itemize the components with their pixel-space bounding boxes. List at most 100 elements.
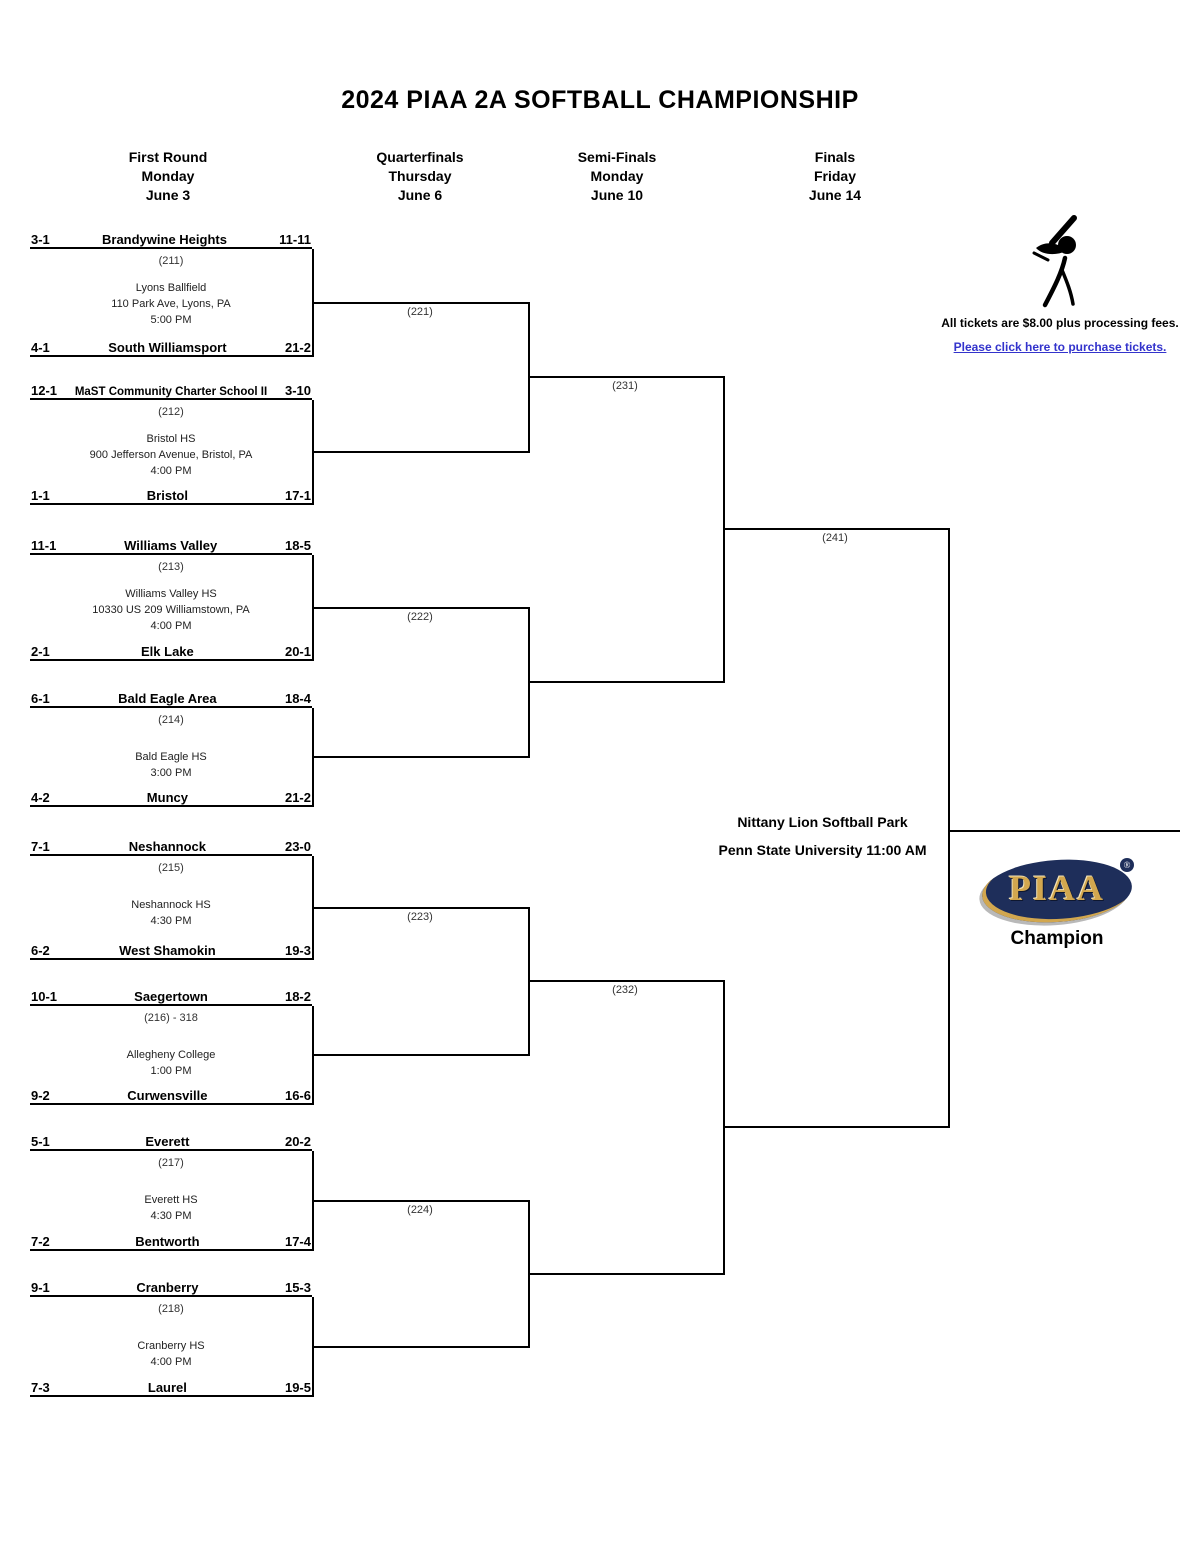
game-217: 5-1 Everett 20-2 (217) Everett HS 4:30 P… [30, 1130, 312, 1251]
bracket-line [948, 528, 950, 1128]
venue-address: 110 Park Ave, Lyons, PA [111, 298, 231, 310]
bracket-line [312, 451, 528, 453]
venue-block: Everett HS 4:30 PM [30, 1192, 312, 1224]
game-number: (223) [407, 911, 433, 923]
champion-line [948, 830, 1180, 832]
game-213: 11-1 Williams Valley 18-5 (213) Williams… [30, 534, 312, 661]
venue-time: 5:00 PM [150, 314, 192, 326]
softball-batter-icon [1032, 215, 1077, 308]
bracket-line [312, 1346, 528, 1348]
game-214: 6-1 Bald Eagle Area 18-4 (214) Bald Eagl… [30, 687, 312, 807]
team-record: 17-1 [284, 488, 311, 503]
venue-time: 3:00 PM [150, 767, 192, 779]
team-seed: 9-1 [31, 1280, 50, 1295]
team-seed: 6-2 [31, 943, 50, 958]
round-date: June 14 [808, 187, 862, 203]
round-day: Thursday [388, 168, 452, 184]
bracket-line [312, 907, 528, 909]
team-name: Muncy [146, 790, 188, 805]
finals-venue: Nittany Lion Softball Park Penn State Un… [690, 808, 955, 864]
bracket-line [312, 1054, 528, 1056]
team-name: Curwensville [127, 1088, 208, 1103]
team-row: 7-2 Bentworth 17-4 [30, 1230, 312, 1251]
team-row: 12-1 MaST Community Charter School II 3-… [30, 379, 312, 400]
team-row: 4-2 Muncy 21-2 [30, 786, 312, 807]
game-number: (224) [407, 1204, 433, 1216]
team-record: 23-0 [284, 839, 311, 854]
venue-time: 4:30 PM [150, 1210, 192, 1222]
bracket-line [312, 607, 528, 609]
round-day: Friday [813, 168, 856, 184]
team-record: 19-5 [284, 1380, 311, 1395]
team-name: Williams Valley [124, 538, 218, 553]
game-number: (231) [612, 380, 638, 392]
venue-block: Cranberry HS 4:00 PM [30, 1338, 312, 1370]
bracket-line [528, 1273, 723, 1275]
team-row: 1-1 Bristol 17-1 [30, 484, 312, 505]
team-record: 16-6 [284, 1088, 311, 1103]
venue-block: Neshannock HS 4:30 PM [30, 897, 312, 929]
team-record: 18-4 [284, 691, 311, 706]
game-216: 10-1 Saegertown 18-2 (216) - 318 Alleghe… [30, 985, 312, 1105]
piaa-logo-text: PIAA [1009, 868, 1105, 908]
game-215: 7-1 Neshannock 23-0 (215) Neshannock HS … [30, 835, 312, 960]
bracket-line [723, 1126, 948, 1128]
venue-name: Williams Valley HS [125, 588, 217, 600]
team-row: 2-1 Elk Lake 20-1 [30, 640, 312, 661]
game-218: 9-1 Cranberry 15-3 (218) Cranberry HS 4:… [30, 1276, 312, 1397]
game-number: (221) [407, 306, 433, 318]
team-record: 11-11 [279, 232, 311, 247]
game-number: (216) - 318 [144, 1012, 198, 1024]
game-number: (213) [158, 561, 184, 573]
bracket-line [723, 528, 948, 530]
venue-name: Lyons Ballfield [135, 282, 207, 294]
bracket-line [528, 376, 723, 378]
team-record: 20-1 [284, 644, 311, 659]
round-name: Finals [814, 149, 856, 165]
team-row: 6-2 West Shamokin 19-3 [30, 939, 312, 960]
round-name: First Round [128, 149, 208, 165]
venue-block: Bristol HS 900 Jefferson Avenue, Bristol… [30, 431, 312, 479]
game-number: (241) [822, 532, 848, 544]
team-record: 17-4 [284, 1234, 311, 1249]
game-211: 3-1 Brandywine Heights 11-11 (211) Lyons… [30, 228, 312, 357]
finals-venue-detail: Penn State University 11:00 AM [718, 842, 927, 858]
purchase-tickets-link[interactable]: Please click here to purchase tickets. [953, 340, 1167, 354]
team-record: 19-3 [284, 943, 311, 958]
game-number: (217) [158, 1157, 184, 1169]
team-name: Bristol [146, 488, 188, 503]
venue-name: Bald Eagle HS [135, 751, 207, 763]
venue-name: Cranberry HS [137, 1340, 205, 1352]
team-row: 9-1 Cranberry 15-3 [30, 1276, 312, 1297]
tickets-link-wrap: Please click here to purchase tickets. [930, 340, 1190, 354]
round-name: Semi-Finals [577, 149, 657, 165]
venue-name: Neshannock HS [131, 899, 211, 911]
bracket-line [312, 756, 528, 758]
team-row: 6-1 Bald Eagle Area 18-4 [30, 687, 312, 708]
team-name: Everett [145, 1134, 190, 1149]
venue-block: Williams Valley HS 10330 US 209 Williams… [30, 586, 312, 634]
venue-time: 4:00 PM [150, 620, 192, 632]
team-record: 15-3 [284, 1280, 311, 1295]
column-header-first-round: First Round Monday June 3 [48, 148, 288, 205]
bracket-line [312, 302, 528, 304]
game-number: (214) [158, 714, 184, 726]
game-number: (222) [407, 611, 433, 623]
team-record: 18-2 [284, 989, 311, 1004]
team-name: Elk Lake [141, 644, 194, 659]
team-seed: 4-1 [31, 340, 50, 355]
registered-mark-icon: ® [1120, 858, 1134, 872]
game-number: (215) [158, 862, 184, 874]
venue-name: Allegheny College [126, 1049, 216, 1061]
column-header-finals: Finals Friday June 14 [715, 148, 955, 205]
team-name: Neshannock [128, 839, 207, 854]
venue-address: 900 Jefferson Avenue, Bristol, PA [89, 449, 253, 461]
round-day: Monday [141, 168, 195, 184]
game-number: (218) [158, 1303, 184, 1315]
bracket-line [528, 980, 723, 982]
team-seed: 5-1 [31, 1134, 50, 1149]
team-seed: 11-1 [31, 538, 57, 553]
game-number: (232) [612, 984, 638, 996]
team-row: 7-1 Neshannock 23-0 [30, 835, 312, 856]
venue-name: Everett HS [144, 1194, 198, 1206]
